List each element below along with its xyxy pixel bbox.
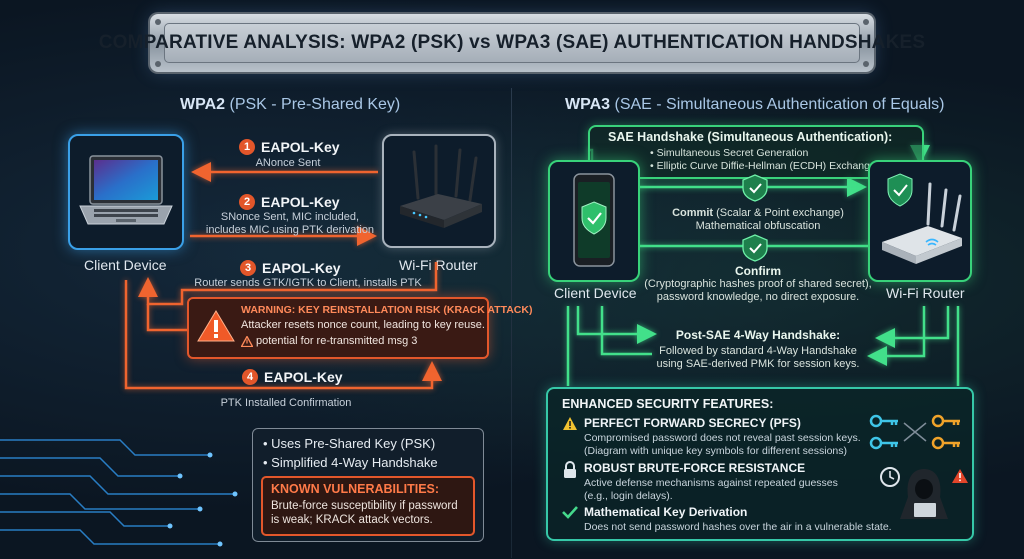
krack-warning-box: WARNING: KEY REINSTALLATION RISK (KRACK … [187, 297, 532, 359]
sae-handshake-box: SAE Handshake (Simultaneous Authenticati… [588, 125, 924, 179]
page-title: COMPARATIVE ANALYSIS: WPA2 (PSK) vs WPA3… [98, 32, 926, 53]
confirm-shield-icon [742, 234, 768, 262]
small-warning-icon [241, 335, 253, 347]
wpa3-client-label: Client Device [554, 285, 637, 301]
enhanced-heading: ENHANCED SECURITY FEATURES: [562, 397, 774, 411]
pfs-title: PERFECT FORWARD SECRECY (PFS) [584, 416, 801, 430]
warning-triangle-icon [197, 310, 235, 342]
pfs-desc-2: (Diagram with unique key symbols for dif… [584, 445, 847, 457]
wpa2-heading: WPA2 (PSK - Pre-Shared Key) [180, 96, 401, 113]
laptop-icon [79, 155, 173, 225]
sae-bullet-2: • Elliptic Curve Diffie-Hellman (ECDH) E… [650, 160, 876, 172]
wpa2-step-2-desc: SNonce Sent, MIC included, includes MIC … [205, 211, 375, 236]
circuit-decoration [0, 439, 238, 547]
key-derivation-title: Mathematical Key Derivation [584, 505, 748, 519]
router-icon [400, 144, 482, 228]
router-shield-icon [882, 173, 962, 264]
checkmark-icon [562, 506, 578, 519]
wpa2-step-1-desc: ANonce Sent [255, 157, 321, 169]
warning-line-1: Attacker resets nonce count, leading to … [241, 319, 485, 331]
brute-force-desc-1: Active defense mechanisms against repeat… [584, 477, 838, 489]
known-vulnerabilities-box: KNOWN VULNERABILITIES: Brute-force susce… [261, 476, 475, 536]
wpa3-router-label: Wi-Fi Router [886, 285, 965, 301]
title-plate: COMPARATIVE ANALYSIS: WPA2 (PSK) vs WPA3… [99, 14, 925, 72]
lock-icon [564, 461, 576, 478]
wpa3-router-device [868, 160, 972, 282]
wpa3-client-device [548, 160, 640, 282]
wpa3-flow-arrows [566, 145, 960, 386]
smartphone-icon [573, 173, 615, 267]
vuln-title: KNOWN VULNERABILITIES: [271, 482, 440, 496]
vuln-text: Brute-force susceptibility if password i… [271, 500, 458, 526]
section-divider [511, 88, 512, 558]
warning-line-2: potential for re-transmitted msg 3 [241, 335, 417, 347]
wpa2-router-device [382, 134, 496, 248]
wpa2-router-label: Wi-Fi Router [399, 257, 478, 273]
wpa3-heading: WPA3 (SAE - Simultaneous Authentication … [565, 96, 945, 113]
pfs-desc-1: Compromised password does not reveal pas… [584, 432, 861, 444]
warning-icon [563, 417, 577, 430]
wpa2-bullet-1: • Uses Pre-Shared Key (PSK) [263, 436, 436, 451]
enhanced-security-box: ENHANCED SECURITY FEATURES: PERFECT FORW… [546, 387, 974, 541]
warning-title: WARNING: KEY REINSTALLATION RISK (KRACK … [241, 304, 533, 316]
sae-bullet-1: • Simultaneous Secret Generation [650, 147, 809, 159]
key-derivation-desc: Does not send password hashes over the a… [584, 521, 892, 533]
brute-force-title: ROBUST BRUTE-FORCE RESISTANCE [584, 461, 806, 475]
brute-force-desc-2: (e.g., login delays). [584, 490, 673, 502]
wpa2-client-device [68, 134, 184, 250]
commit-shield-icon [742, 174, 768, 202]
wpa2-step-4-desc: PTK Installed Confirmation [220, 397, 352, 409]
wpa2-step-3-desc: Router sends GTK/IGTK to Client, install… [194, 277, 422, 289]
wpa2-bullet-2: • Simplified 4-Way Handshake [263, 455, 438, 470]
wpa2-flow-arrows [124, 162, 442, 390]
sae-title: SAE Handshake (Simultaneous Authenticati… [608, 130, 893, 144]
wpa2-client-label: Client Device [84, 257, 167, 273]
hacker-icon [880, 467, 968, 519]
session-keys-icon [869, 414, 960, 450]
wpa2-info-box: • Uses Pre-Shared Key (PSK) • Simplified… [252, 428, 484, 542]
commit-text: Commit (Scalar & Point exchange)Mathemat… [672, 207, 844, 232]
confirm-text: (Cryptographic hashes proof of shared se… [644, 278, 872, 303]
confirm-title: Confirm [735, 264, 781, 278]
post-sae-title: Post-SAE 4-Way Handshake: [675, 328, 841, 342]
